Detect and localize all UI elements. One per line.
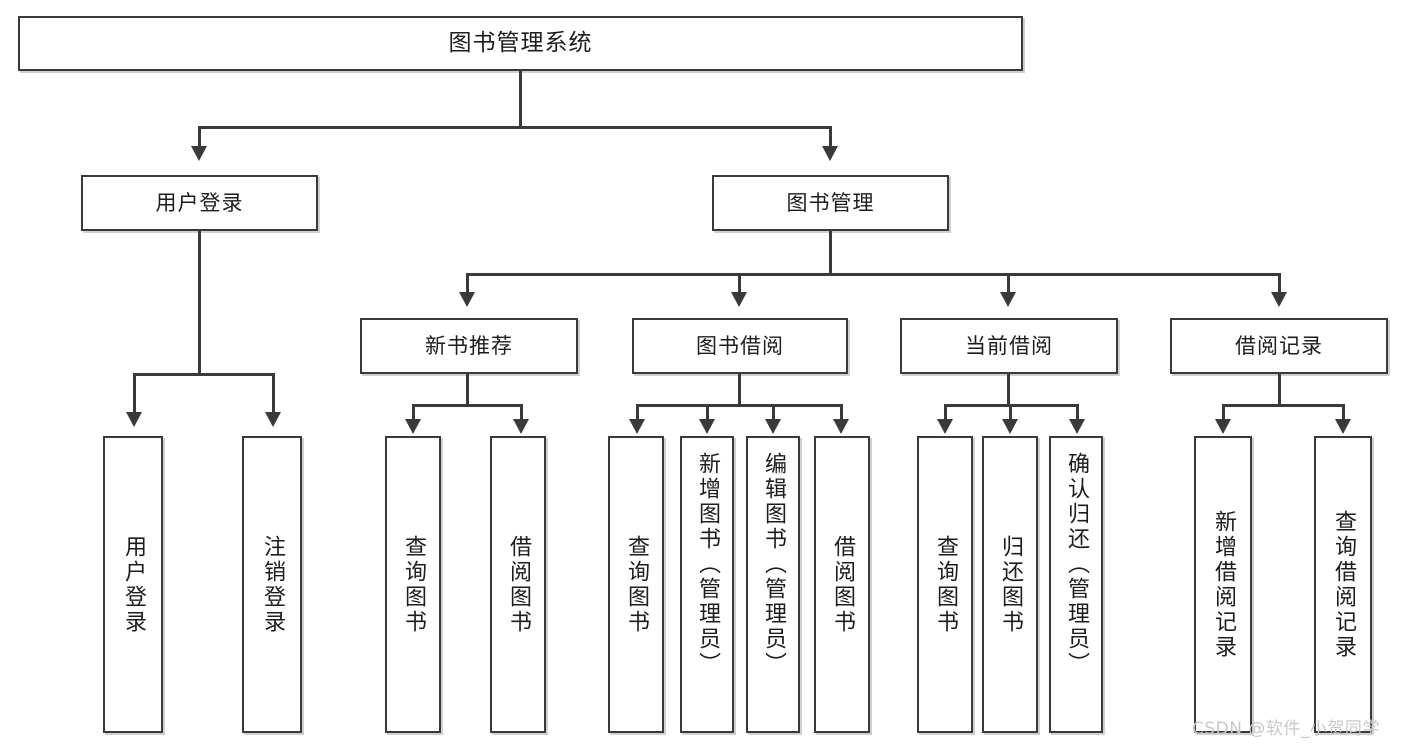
node-label: 确认归还（管理员） xyxy=(1064,452,1089,677)
leaf-user-login-signout[interactable]: 注销登录 xyxy=(242,436,302,733)
connector-root-bus xyxy=(198,126,831,129)
node-book-borrow[interactable]: 图书借阅 xyxy=(632,318,848,374)
connector-borrow-record-stem xyxy=(1278,374,1281,406)
connector-book-mgmt-stem xyxy=(829,231,832,275)
connector-root-to-user-login xyxy=(198,126,201,151)
node-label: 新增借阅记录 xyxy=(1211,509,1236,660)
connector-book-mgmt-to-record xyxy=(1278,273,1281,295)
connector-current-borrow-to-leaf-1 xyxy=(944,404,947,422)
connector-book-borrow-to-leaf-2 xyxy=(706,404,709,422)
node-label: 查询图书 xyxy=(933,534,958,635)
node-current-borrow[interactable]: 当前借阅 xyxy=(900,318,1118,374)
connector-book-borrow-to-leaf-3 xyxy=(772,404,775,422)
connector-new-book-bus xyxy=(412,404,522,407)
arrowhead-user-login-to-leaf-2 xyxy=(265,412,281,427)
node-user-login[interactable]: 用户登录 xyxy=(81,175,318,231)
node-label: 注销登录 xyxy=(260,534,285,635)
node-label: 编辑图书（管理员） xyxy=(761,452,786,677)
csdn-watermark: CSDN @软件_小贺同学 xyxy=(1192,719,1380,739)
leaf-book-borrow-add-admin[interactable]: 新增图书（管理员） xyxy=(680,436,734,733)
node-label: 用户登录 xyxy=(155,190,244,215)
node-label: 图书管理系统 xyxy=(448,30,593,57)
node-root-library-system[interactable]: 图书管理系统 xyxy=(18,16,1023,71)
arrowhead-current-borrow-to-leaf-1 xyxy=(937,419,953,434)
connector-book-borrow-bus xyxy=(636,404,842,407)
arrowhead-book-borrow-to-leaf-3 xyxy=(765,419,781,434)
connector-user-login-to-leaf-2 xyxy=(272,373,275,415)
node-label: 归还图书 xyxy=(998,534,1023,635)
connector-root-stem xyxy=(519,71,522,128)
connector-book-borrow-to-leaf-4 xyxy=(840,404,843,422)
connector-root-to-book-mgmt xyxy=(829,126,832,151)
arrowhead-root-to-user-login xyxy=(191,146,207,161)
connector-book-mgmt-to-new-book xyxy=(466,273,469,295)
leaf-book-borrow-query[interactable]: 查询图书 xyxy=(608,436,664,733)
node-label: 查询图书 xyxy=(624,534,649,635)
connector-book-mgmt-bus xyxy=(466,273,1280,276)
connector-book-borrow-stem xyxy=(738,374,741,406)
arrowhead-book-borrow-to-leaf-4 xyxy=(833,419,849,434)
arrowhead-book-mgmt-to-record xyxy=(1271,292,1287,307)
node-label: 图书管理 xyxy=(786,190,875,215)
node-label: 新书推荐 xyxy=(425,333,513,358)
node-label: 查询图书 xyxy=(401,534,426,635)
arrowhead-book-mgmt-to-current xyxy=(1000,292,1016,307)
connector-borrow-record-to-leaf-1 xyxy=(1222,404,1225,422)
arrowhead-book-mgmt-to-new-book xyxy=(459,292,475,307)
connector-new-book-stem xyxy=(466,374,469,406)
arrowhead-user-login-to-leaf-1 xyxy=(126,412,142,427)
connector-book-mgmt-to-borrow xyxy=(738,273,741,295)
node-new-book-recommend[interactable]: 新书推荐 xyxy=(360,318,578,374)
node-label: 当前借阅 xyxy=(965,333,1053,358)
node-label: 查询借阅记录 xyxy=(1331,509,1356,660)
connector-current-borrow-to-leaf-3 xyxy=(1076,404,1079,422)
arrowhead-new-book-to-leaf-2 xyxy=(513,419,529,434)
connector-book-mgmt-to-current xyxy=(1007,273,1010,295)
node-book-management[interactable]: 图书管理 xyxy=(712,175,949,231)
leaf-current-borrow-return[interactable]: 归还图书 xyxy=(982,436,1038,733)
arrowhead-book-borrow-to-leaf-1 xyxy=(629,419,645,434)
connector-current-borrow-stem xyxy=(1007,374,1010,406)
connector-new-book-to-leaf-2 xyxy=(520,404,523,422)
leaf-user-login-signin[interactable]: 用户登录 xyxy=(103,436,163,733)
node-label: 用户登录 xyxy=(121,534,146,635)
leaf-current-borrow-query[interactable]: 查询图书 xyxy=(917,436,973,733)
arrowhead-borrow-record-to-leaf-1 xyxy=(1215,419,1231,434)
connector-current-borrow-to-leaf-2 xyxy=(1009,404,1012,422)
arrowhead-current-borrow-to-leaf-2 xyxy=(1002,419,1018,434)
arrowhead-new-book-to-leaf-1 xyxy=(405,419,421,434)
leaf-current-borrow-confirm-admin[interactable]: 确认归还（管理员） xyxy=(1049,436,1103,733)
connector-user-login-stem xyxy=(198,231,201,375)
node-label: 图书借阅 xyxy=(696,333,784,358)
connector-user-login-bus xyxy=(133,373,275,376)
node-label: 新增图书（管理员） xyxy=(695,452,720,677)
arrowhead-book-mgmt-to-borrow xyxy=(731,292,747,307)
leaf-borrow-record-add[interactable]: 新增借阅记录 xyxy=(1194,436,1252,733)
connector-user-login-to-leaf-1 xyxy=(133,373,136,415)
connector-book-borrow-to-leaf-1 xyxy=(636,404,639,422)
arrowhead-borrow-record-to-leaf-2 xyxy=(1335,419,1351,434)
arrowhead-current-borrow-to-leaf-3 xyxy=(1069,419,1085,434)
leaf-new-book-query[interactable]: 查询图书 xyxy=(385,436,441,733)
arrowhead-root-to-book-mgmt xyxy=(822,146,838,161)
node-label: 借阅图书 xyxy=(830,534,855,635)
leaf-new-book-borrow[interactable]: 借阅图书 xyxy=(490,436,546,733)
node-label: 借阅图书 xyxy=(506,534,531,635)
leaf-borrow-record-query[interactable]: 查询借阅记录 xyxy=(1314,436,1372,733)
connector-borrow-record-to-leaf-2 xyxy=(1342,404,1345,422)
node-label: 借阅记录 xyxy=(1235,333,1323,358)
connector-borrow-record-bus xyxy=(1222,404,1344,407)
leaf-book-borrow-edit-admin[interactable]: 编辑图书（管理员） xyxy=(746,436,800,733)
arrowhead-book-borrow-to-leaf-2 xyxy=(699,419,715,434)
leaf-book-borrow-borrow[interactable]: 借阅图书 xyxy=(814,436,870,733)
connector-new-book-to-leaf-1 xyxy=(412,404,415,422)
node-borrow-record[interactable]: 借阅记录 xyxy=(1170,318,1388,374)
